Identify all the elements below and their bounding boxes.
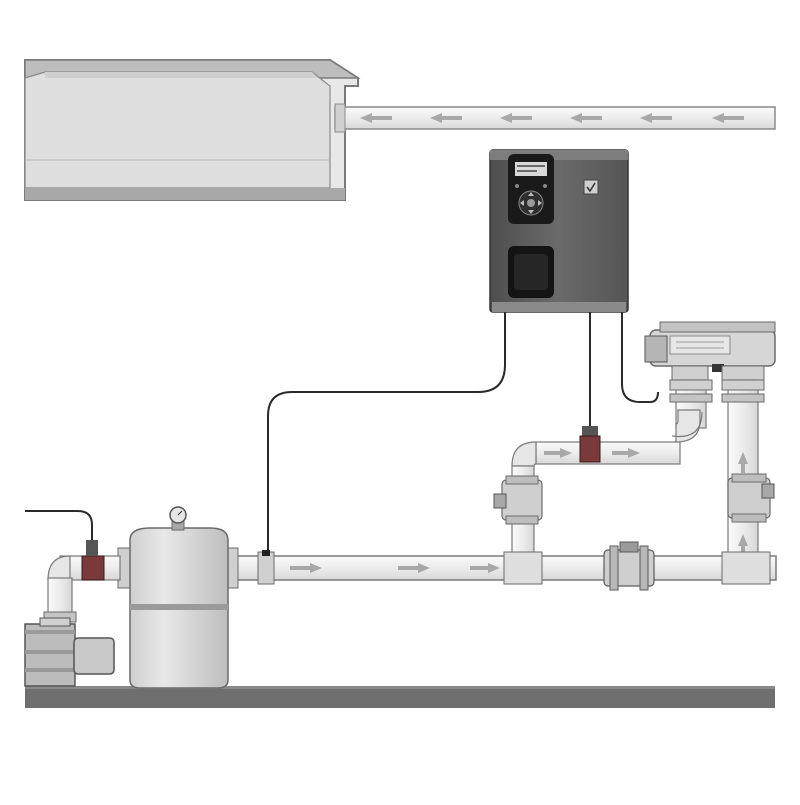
- flow-arrows-up: [738, 452, 748, 556]
- control-display: [515, 162, 547, 176]
- pump-pipes: [43, 540, 121, 623]
- pump-icon: [24, 617, 115, 687]
- cables: [25, 312, 659, 552]
- filter-tank-icon: [117, 506, 239, 689]
- sensor-probe-icon: [579, 426, 601, 463]
- main-pipe: [235, 550, 777, 585]
- cell-pipes: [669, 379, 765, 561]
- bypass-pipe: [511, 409, 703, 559]
- check-valve-icon: [603, 541, 655, 591]
- floor-edge: [25, 686, 775, 689]
- floor-slab: [25, 686, 775, 708]
- flow-arrows-right: [290, 563, 500, 573]
- electrolysis-cell-icon: [644, 321, 776, 381]
- return-pipe: [334, 103, 776, 133]
- pool-basin-icon: [24, 59, 361, 201]
- control-unit-icon: [489, 149, 629, 313]
- flow-arrows-left: [360, 113, 744, 123]
- valve-icon: [493, 473, 775, 525]
- check-badge-icon: [583, 179, 599, 195]
